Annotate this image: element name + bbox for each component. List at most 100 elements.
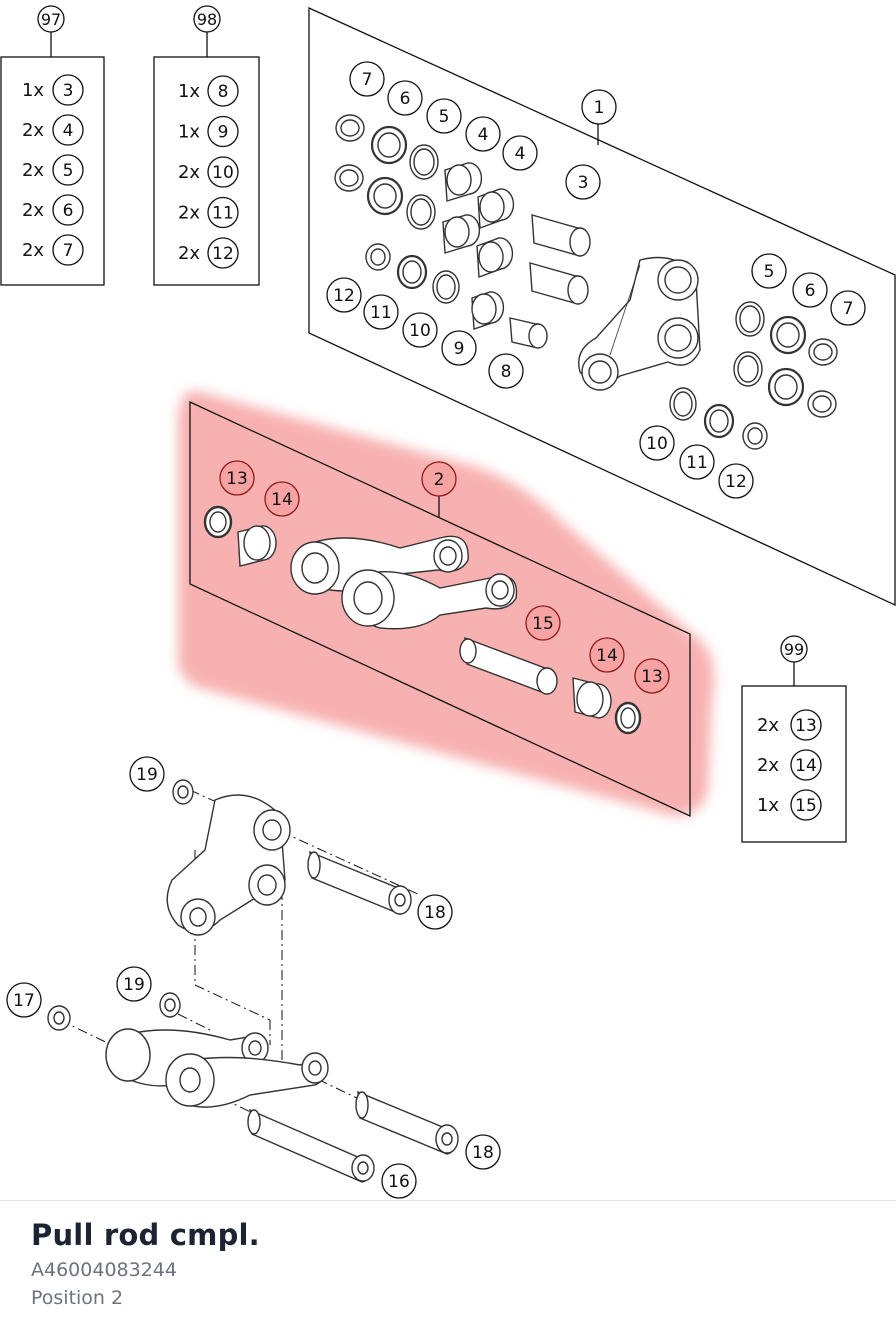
kit-row-part: 12 (212, 244, 234, 264)
kit-row-part: 15 (795, 796, 817, 816)
callout-c12b[interactable]: 12 (718, 463, 754, 499)
callout-c18a[interactable]: 18 (417, 894, 453, 930)
kit-row[interactable]: 2x 12 (178, 237, 239, 269)
kit-row[interactable]: 1x 15 (757, 789, 822, 821)
kit-row-qty: 1x (757, 795, 779, 816)
kit-row-qty: 2x (22, 160, 44, 181)
assembly-view (47, 779, 459, 1183)
callout-circle (465, 116, 501, 152)
part-position: Position 2 (31, 1287, 124, 1309)
callout-97-label: 97 (41, 10, 61, 29)
callout-c19a[interactable]: 19 (129, 756, 165, 792)
callout-number: 10 (409, 321, 431, 341)
callout-c10b[interactable]: 10 (639, 425, 675, 461)
callout-c3[interactable]: 3 (565, 164, 601, 200)
callout-c19b[interactable]: 19 (116, 966, 152, 1002)
kit-row-part-circle (790, 789, 822, 821)
callout-c14a[interactable]: 14 (264, 481, 300, 517)
panel-position-2[interactable] (189, 400, 691, 818)
panel-position-1 (308, 6, 896, 607)
callout-circle (116, 966, 152, 1002)
callout-c13b[interactable]: 13 (634, 658, 670, 694)
callout-c14b[interactable]: 14 (589, 637, 625, 673)
kit-row-qty: 2x (22, 240, 44, 261)
kit-row-part-circle (207, 156, 239, 188)
callout-number: 14 (596, 646, 618, 666)
kit-row-part-circle (52, 114, 84, 146)
kit-row[interactable]: 2x 5 (22, 154, 84, 186)
kit-row-qty: 2x (178, 243, 200, 264)
callout-number: 17 (13, 991, 35, 1011)
callout-circle (581, 89, 617, 125)
callout-98 (193, 5, 221, 33)
kit-row-part-circle (52, 234, 84, 266)
callout-circle (792, 272, 828, 308)
callout-c18b[interactable]: 18 (465, 1134, 501, 1170)
callout-c15[interactable]: 15 (525, 605, 561, 641)
callout-c6a[interactable]: 6 (387, 80, 423, 116)
kit-row-part: 14 (795, 756, 817, 776)
callout-c12a[interactable]: 12 (326, 277, 362, 313)
kit-row[interactable]: 2x 13 (757, 709, 822, 741)
callout-number: 7 (362, 70, 373, 90)
kit-row-qty: 1x (178, 122, 200, 143)
callout-99-label: 99 (784, 640, 804, 659)
kit-row-part: 13 (795, 716, 817, 736)
callout-circle (129, 756, 165, 792)
callout-c4b[interactable]: 4 (502, 135, 538, 171)
callout-number: 4 (478, 125, 489, 145)
callout-number: 18 (424, 903, 446, 923)
callout-c4a[interactable]: 4 (465, 116, 501, 152)
callout-number: 3 (578, 173, 589, 193)
callout-number: 5 (764, 262, 775, 282)
callout-circle (589, 637, 625, 673)
callout-c9[interactable]: 9 (441, 330, 477, 366)
callout-number: 12 (333, 286, 355, 306)
callout-c5b[interactable]: 5 (751, 253, 787, 289)
callout-number: 1 (594, 98, 605, 118)
kit-row-part: 11 (212, 204, 234, 224)
kit-row-part-circle (52, 154, 84, 186)
callout-c6b[interactable]: 6 (792, 272, 828, 308)
kit-row-part-circle (52, 74, 84, 106)
callout-99 (780, 635, 808, 663)
callout-circle (634, 658, 670, 694)
callout-c13a[interactable]: 13 (219, 460, 255, 496)
callout-c11b[interactable]: 11 (679, 444, 715, 480)
callout-number: 16 (388, 1172, 410, 1192)
callout-c1[interactable]: 1 (581, 89, 617, 125)
callout-c2[interactable]: 2 (421, 461, 457, 497)
kit-row-part: 3 (63, 81, 74, 101)
kit-row[interactable]: 2x 14 (757, 749, 822, 781)
kit-row-qty: 1x (22, 80, 44, 101)
callout-circle (426, 98, 462, 134)
callout-c16[interactable]: 16 (381, 1163, 417, 1199)
kit-row[interactable]: 1x 3 (22, 74, 84, 106)
callout-circle (402, 312, 438, 348)
callout-c8[interactable]: 8 (488, 353, 524, 389)
callout-c17[interactable]: 17 (6, 982, 42, 1018)
kit-row-part: 5 (63, 161, 74, 181)
kit-box-99[interactable]: 99 2x 13 2x 14 1x 15 (741, 635, 847, 843)
callout-circle (417, 894, 453, 930)
callout-c10a[interactable]: 10 (402, 312, 438, 348)
kit-row-qty: 2x (757, 755, 779, 776)
kit-row-qty: 2x (178, 162, 200, 183)
callout-c11a[interactable]: 11 (363, 294, 399, 330)
kit-row-qty: 2x (22, 120, 44, 141)
callout-c7b[interactable]: 7 (830, 290, 866, 326)
kit-row-qty: 2x (757, 715, 779, 736)
part-info-panel: Pull rod cmpl. A46004083244 Position 2 (0, 1200, 896, 1336)
callout-c5a[interactable]: 5 (426, 98, 462, 134)
callout-c7a[interactable]: 7 (349, 61, 385, 97)
